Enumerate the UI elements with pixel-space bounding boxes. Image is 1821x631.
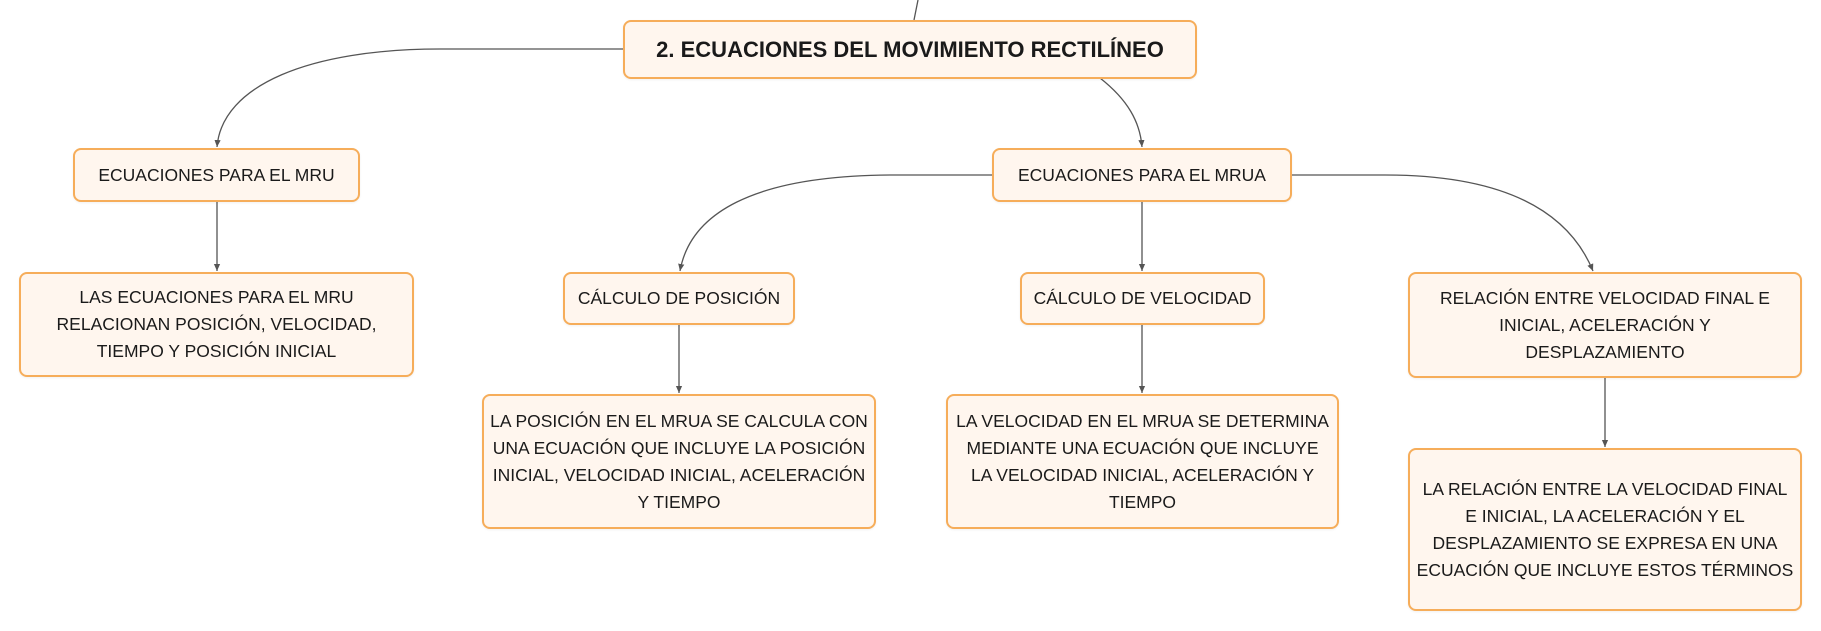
connector-root-to-mru [214, 48, 623, 148]
node-calculo-velocidad-label: CÁLCULO DE VELOCIDAD [1033, 288, 1252, 308]
node-mrua[interactable]: ECUACIONES PARA EL MRUA [992, 148, 1292, 202]
node-calculo-velocidad[interactable]: CÁLCULO DE VELOCIDAD [1020, 272, 1265, 325]
node-mru-description-label: LAS ECUACIONES PARA EL MRU RELACIONAN PO… [56, 287, 377, 361]
node-posicion-description[interactable]: LA POSICIÓN EN EL MRUA SE CALCULA CON UN… [482, 394, 876, 529]
connector-root-to-mrua [1099, 77, 1145, 148]
node-mru-description[interactable]: LAS ECUACIONES PARA EL MRU RELACIONAN PO… [19, 272, 414, 377]
node-velocidad-description-label: LA VELOCIDAD EN EL MRUA SE DETERMINA MED… [956, 410, 1329, 512]
connector-mrua-to-posicion [678, 174, 993, 272]
node-mru[interactable]: ECUACIONES PARA EL MRU [73, 148, 360, 202]
node-root[interactable]: 2. ECUACIONES DEL MOVIMIENTO RECTILÍNEO [623, 20, 1197, 79]
node-mrua-label: ECUACIONES PARA EL MRUA [1018, 164, 1266, 185]
node-relacion-description-label: LA RELACIÓN ENTRE LA VELOCIDAD FINAL E I… [1416, 478, 1794, 580]
node-relacion-label: RELACIÓN ENTRE VELOCIDAD FINAL E INICIAL… [1440, 287, 1770, 362]
node-relacion[interactable]: RELACIÓN ENTRE VELOCIDAD FINAL E INICIAL… [1408, 272, 1802, 378]
connector-incoming-root [913, 0, 919, 21]
node-calculo-posicion-label: CÁLCULO DE POSICIÓN [577, 288, 781, 308]
node-posicion-description-label: LA POSICIÓN EN EL MRUA SE CALCULA CON UN… [490, 410, 868, 512]
node-relacion-description[interactable]: LA RELACIÓN ENTRE LA VELOCIDAD FINAL E I… [1408, 448, 1802, 611]
connector-mrua-to-relacion [1292, 174, 1594, 272]
node-mru-label: ECUACIONES PARA EL MRU [98, 164, 335, 185]
node-root-label: 2. ECUACIONES DEL MOVIMIENTO RECTILÍNEO [656, 37, 1164, 62]
node-velocidad-description[interactable]: LA VELOCIDAD EN EL MRUA SE DETERMINA MED… [946, 394, 1339, 529]
node-calculo-posicion[interactable]: CÁLCULO DE POSICIÓN [563, 272, 795, 325]
